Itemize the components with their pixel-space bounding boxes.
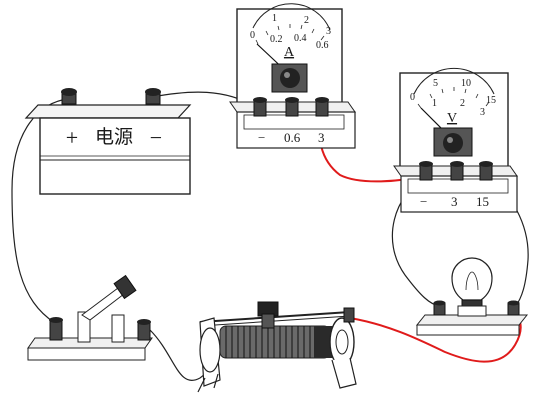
rheostat [197, 301, 357, 393]
ammeter-scale-1: 1 [272, 13, 277, 24]
ammeter-scale-ticks [255, 24, 325, 45]
battery: + 电源 − [24, 88, 192, 195]
voltmeter-terminal-label-neg: − [420, 194, 427, 209]
ammeter-terminal-label-neg: − [258, 130, 265, 145]
voltmeter-scale-3: 3 [480, 107, 485, 118]
ammeter-terminal-0.6[interactable] [285, 97, 299, 117]
voltmeter-scale-15: 15 [486, 95, 496, 106]
voltmeter-terminal-label-3: 3 [451, 194, 458, 209]
ammeter-terminal-neg[interactable] [253, 97, 267, 117]
battery-minus-label: − [150, 125, 162, 150]
ammeter: 0 1 2 3 0.2 0.4 0.6 A − 0.6 3 [229, 3, 356, 149]
rheostat-slider[interactable] [257, 301, 279, 329]
bulb-terminal-left[interactable] [433, 300, 446, 316]
ammeter-terminal-label-0.6: 0.6 [284, 130, 301, 145]
battery-positive-terminal[interactable] [61, 88, 77, 105]
ammeter-scale-0.4: 0.4 [294, 33, 307, 44]
voltmeter-scale-1: 1 [432, 98, 437, 109]
voltmeter-scale-5: 5 [433, 78, 438, 89]
voltmeter-scale-2: 2 [460, 98, 465, 109]
ammeter-scale-3: 3 [326, 26, 331, 37]
voltmeter-terminal-3[interactable] [450, 161, 464, 181]
ammeter-scale-0.6: 0.6 [316, 40, 329, 51]
voltmeter-scale-0: 0 [410, 92, 415, 103]
voltmeter-zero-knob[interactable] [443, 133, 463, 153]
voltmeter-scale-ticks [417, 87, 490, 109]
ammeter-scale-0.2: 0.2 [270, 34, 283, 45]
battery-plus-label: + [66, 125, 78, 150]
ammeter-scale-2: 2 [304, 15, 309, 26]
light-bulb [415, 257, 529, 336]
ammeter-terminal-3[interactable] [315, 97, 329, 117]
voltmeter-terminal-neg[interactable] [419, 161, 433, 181]
voltmeter-unit: V [447, 111, 457, 126]
battery-label: 电源 [95, 126, 133, 148]
ammeter-terminal-label-3: 3 [318, 130, 325, 145]
wire-rheostat-to-bulb [349, 311, 522, 363]
bulb-terminal-right[interactable] [507, 300, 520, 316]
voltmeter: 0 5 10 15 1 2 3 V − 3 15 [393, 67, 518, 213]
ammeter-zero-knob[interactable] [280, 68, 300, 88]
knife-switch[interactable] [27, 274, 153, 361]
voltmeter-scale-10: 10 [461, 78, 471, 89]
voltmeter-terminal-15[interactable] [479, 161, 493, 181]
ammeter-unit: A [284, 45, 295, 60]
ammeter-scale-0: 0 [250, 30, 255, 41]
rheostat-coil [225, 326, 311, 358]
battery-negative-terminal[interactable] [145, 88, 161, 105]
voltmeter-terminal-label-15: 15 [476, 194, 489, 209]
